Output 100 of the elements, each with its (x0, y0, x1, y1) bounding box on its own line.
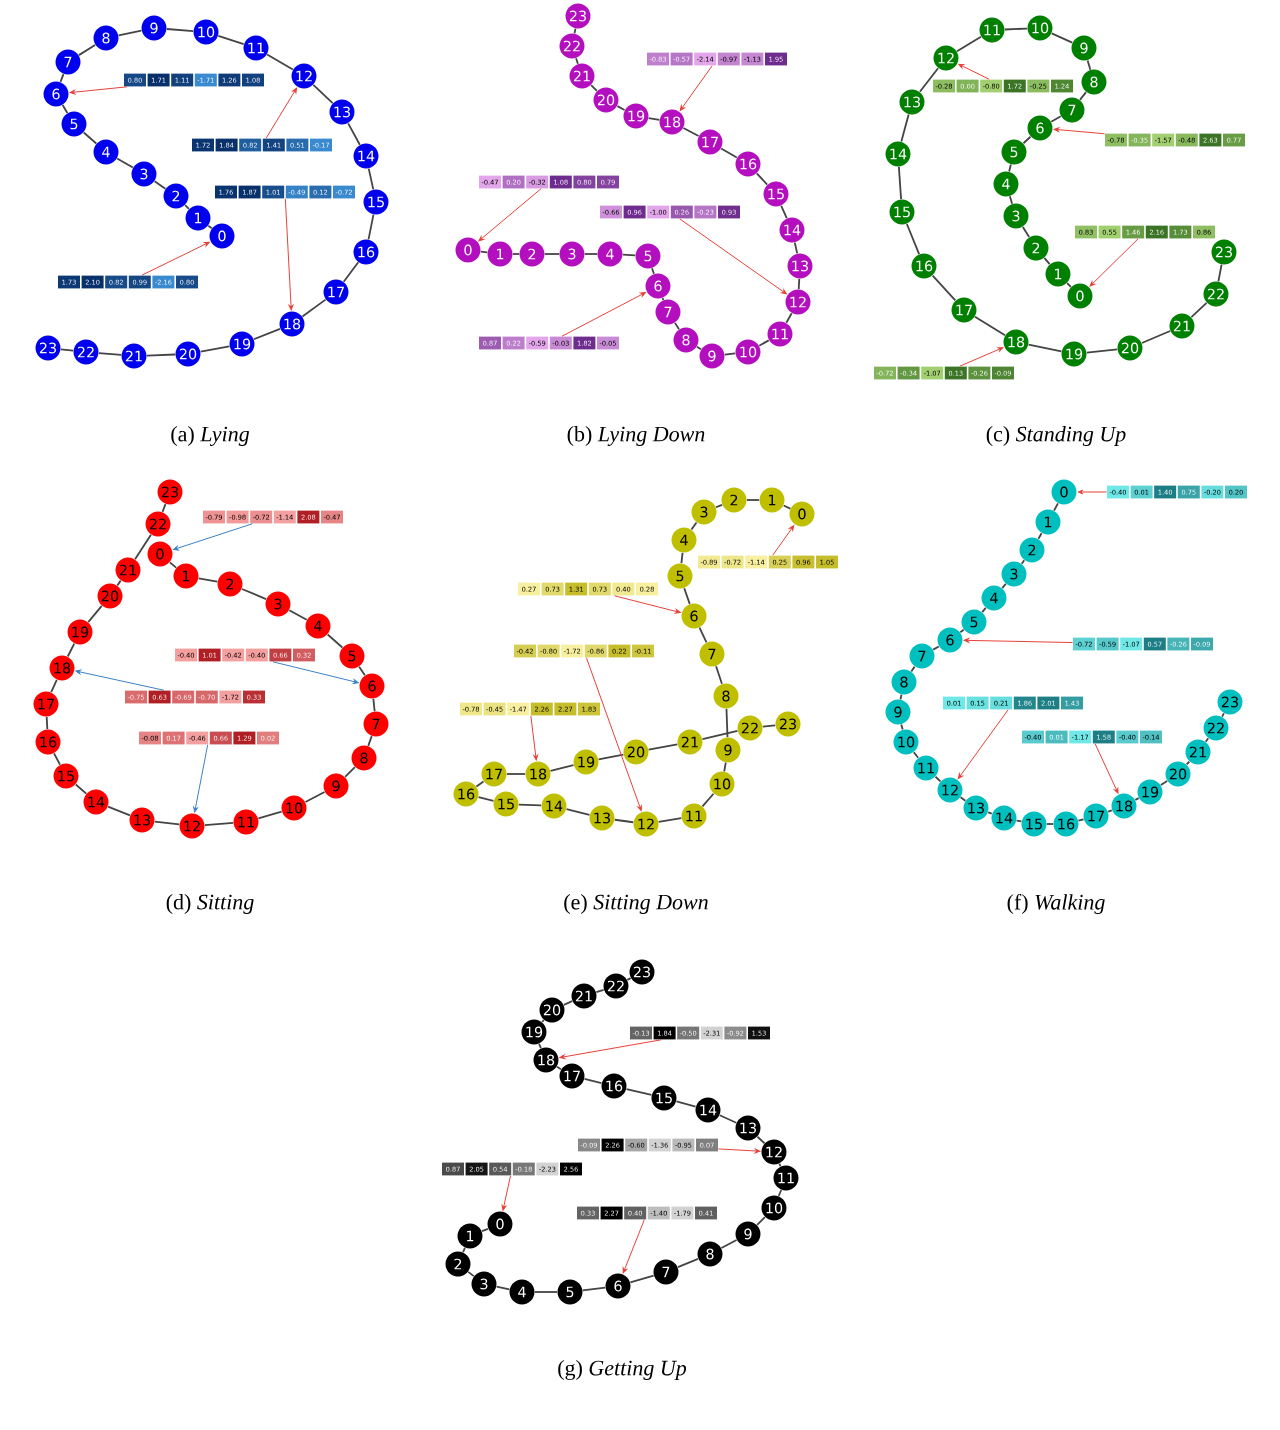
pointer-arrow (75, 669, 165, 691)
connector-line (647, 117, 661, 121)
pointer-arrow (284, 198, 294, 311)
connector-line (506, 773, 526, 775)
connector-line (562, 1000, 574, 1006)
connector-line (1037, 532, 1043, 540)
connector-line (367, 167, 375, 191)
connector-line (701, 792, 715, 808)
subfigure-caption: (f) Walking (1007, 893, 1105, 915)
connector-line (367, 735, 373, 747)
connector-line (974, 315, 1006, 337)
connector-line (626, 977, 632, 981)
connector-line (932, 645, 940, 651)
connector-line (651, 267, 655, 275)
connector-line (677, 1258, 699, 1268)
pointer-arrow (478, 188, 542, 242)
pointer-arrow (272, 661, 359, 684)
pointer-arrow (614, 595, 681, 614)
connector-line (793, 241, 799, 255)
connector-line (715, 503, 723, 509)
connector-line (987, 811, 993, 815)
connector-line (266, 53, 294, 71)
connector-line (680, 551, 684, 565)
connector-line (597, 753, 625, 761)
pointer-arrow (772, 525, 795, 556)
connector-line (1027, 343, 1063, 353)
pointer-arrow (1094, 743, 1119, 794)
pointer-arrow (958, 63, 990, 80)
connector-line (777, 1189, 783, 1197)
pointer-arrow (1089, 238, 1139, 287)
pointer-arrow (957, 709, 1009, 779)
connector-line (583, 1078, 603, 1084)
connector-line (715, 665, 723, 685)
connector-line (674, 321, 680, 331)
connector-line (683, 587, 691, 605)
connector-line (1043, 256, 1051, 266)
connector-line (518, 803, 542, 807)
pointer-arrow (963, 638, 1074, 644)
connector-line (897, 166, 902, 201)
connector-line (481, 1227, 489, 1233)
connector-line (696, 345, 702, 351)
connector-line (647, 743, 679, 751)
connector-line (199, 345, 231, 353)
connector-line (1050, 115, 1062, 123)
connector-line (549, 764, 575, 772)
connector-line (797, 278, 801, 291)
connector-line (462, 1246, 466, 1254)
connector-line (746, 499, 760, 501)
connector-line (755, 172, 769, 186)
connector-line (534, 1291, 558, 1293)
connector-line (1159, 780, 1169, 786)
connector-line (97, 352, 123, 356)
pointer-arrow (1053, 127, 1106, 135)
connector-line (900, 113, 910, 143)
connector-line (720, 147, 738, 159)
connector-line (257, 810, 283, 820)
connector-line (621, 253, 636, 257)
connector-line (1022, 135, 1032, 145)
subfigure-caption: (e) Sitting Down (564, 894, 708, 914)
connector-line (956, 35, 982, 53)
connector-line (203, 822, 235, 826)
pointer-arrow (959, 347, 1004, 367)
subfigure-caption: (g) Getting Up (558, 1360, 687, 1380)
connector-line (981, 607, 987, 613)
pointer-arrow (141, 241, 210, 276)
connector-line (53, 752, 61, 766)
connector-line (304, 791, 326, 803)
connector-line (475, 780, 485, 788)
connector-line (661, 297, 665, 301)
connector-line (718, 1114, 738, 1124)
connector-line (1046, 823, 1054, 825)
connector-line (931, 274, 957, 302)
connector-line (1050, 32, 1074, 44)
connector-line (778, 1162, 782, 1168)
connector-line (1190, 301, 1208, 319)
connector-line (74, 783, 88, 795)
connector-line (1021, 226, 1031, 238)
connector-line (934, 775, 942, 783)
connector-line (1217, 263, 1223, 283)
connector-line (61, 104, 69, 114)
connector-line (761, 724, 777, 728)
connector-line (657, 817, 683, 823)
connector-line (590, 84, 598, 92)
connector-line (900, 723, 904, 731)
connector-line (1077, 818, 1085, 822)
connector-line (207, 224, 213, 230)
connector-line (918, 67, 939, 93)
connector-line (538, 1042, 542, 1050)
pointer-arrow (501, 1175, 511, 1211)
connector-line (116, 579, 122, 587)
subfigure-caption: (a) Lying (171, 426, 250, 446)
pointer-arrow (265, 87, 298, 139)
subfigure-caption: (c) Standing Up (986, 426, 1126, 446)
connector-line (161, 503, 167, 513)
connector-line (756, 1135, 766, 1145)
connector-line (512, 253, 520, 255)
pointer-arrow (717, 1148, 761, 1154)
connector-line (78, 44, 96, 57)
connector-line (1015, 819, 1023, 823)
connector-line (720, 1239, 738, 1249)
